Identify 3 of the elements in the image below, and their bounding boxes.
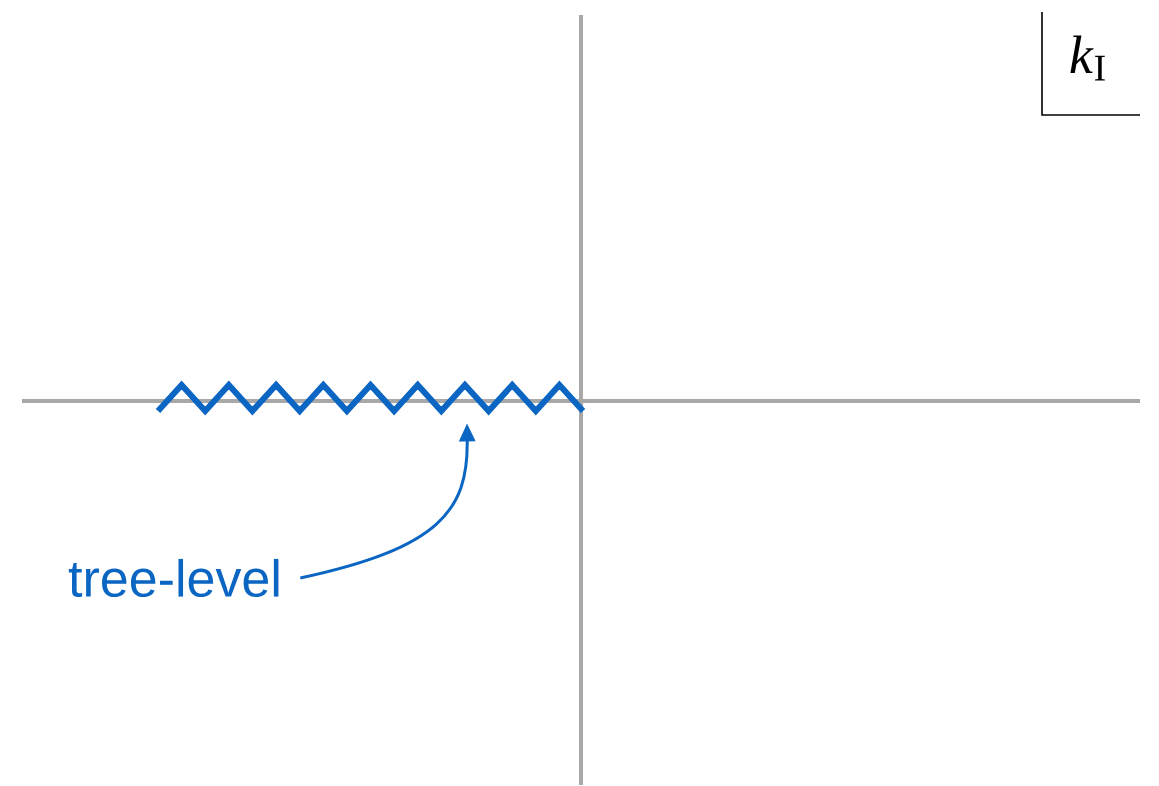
text-label: tree-level [68, 558, 279, 598]
zigzag-line [155, 380, 586, 416]
axis-label: k$_{I}$ [1070, 35, 1105, 81]
